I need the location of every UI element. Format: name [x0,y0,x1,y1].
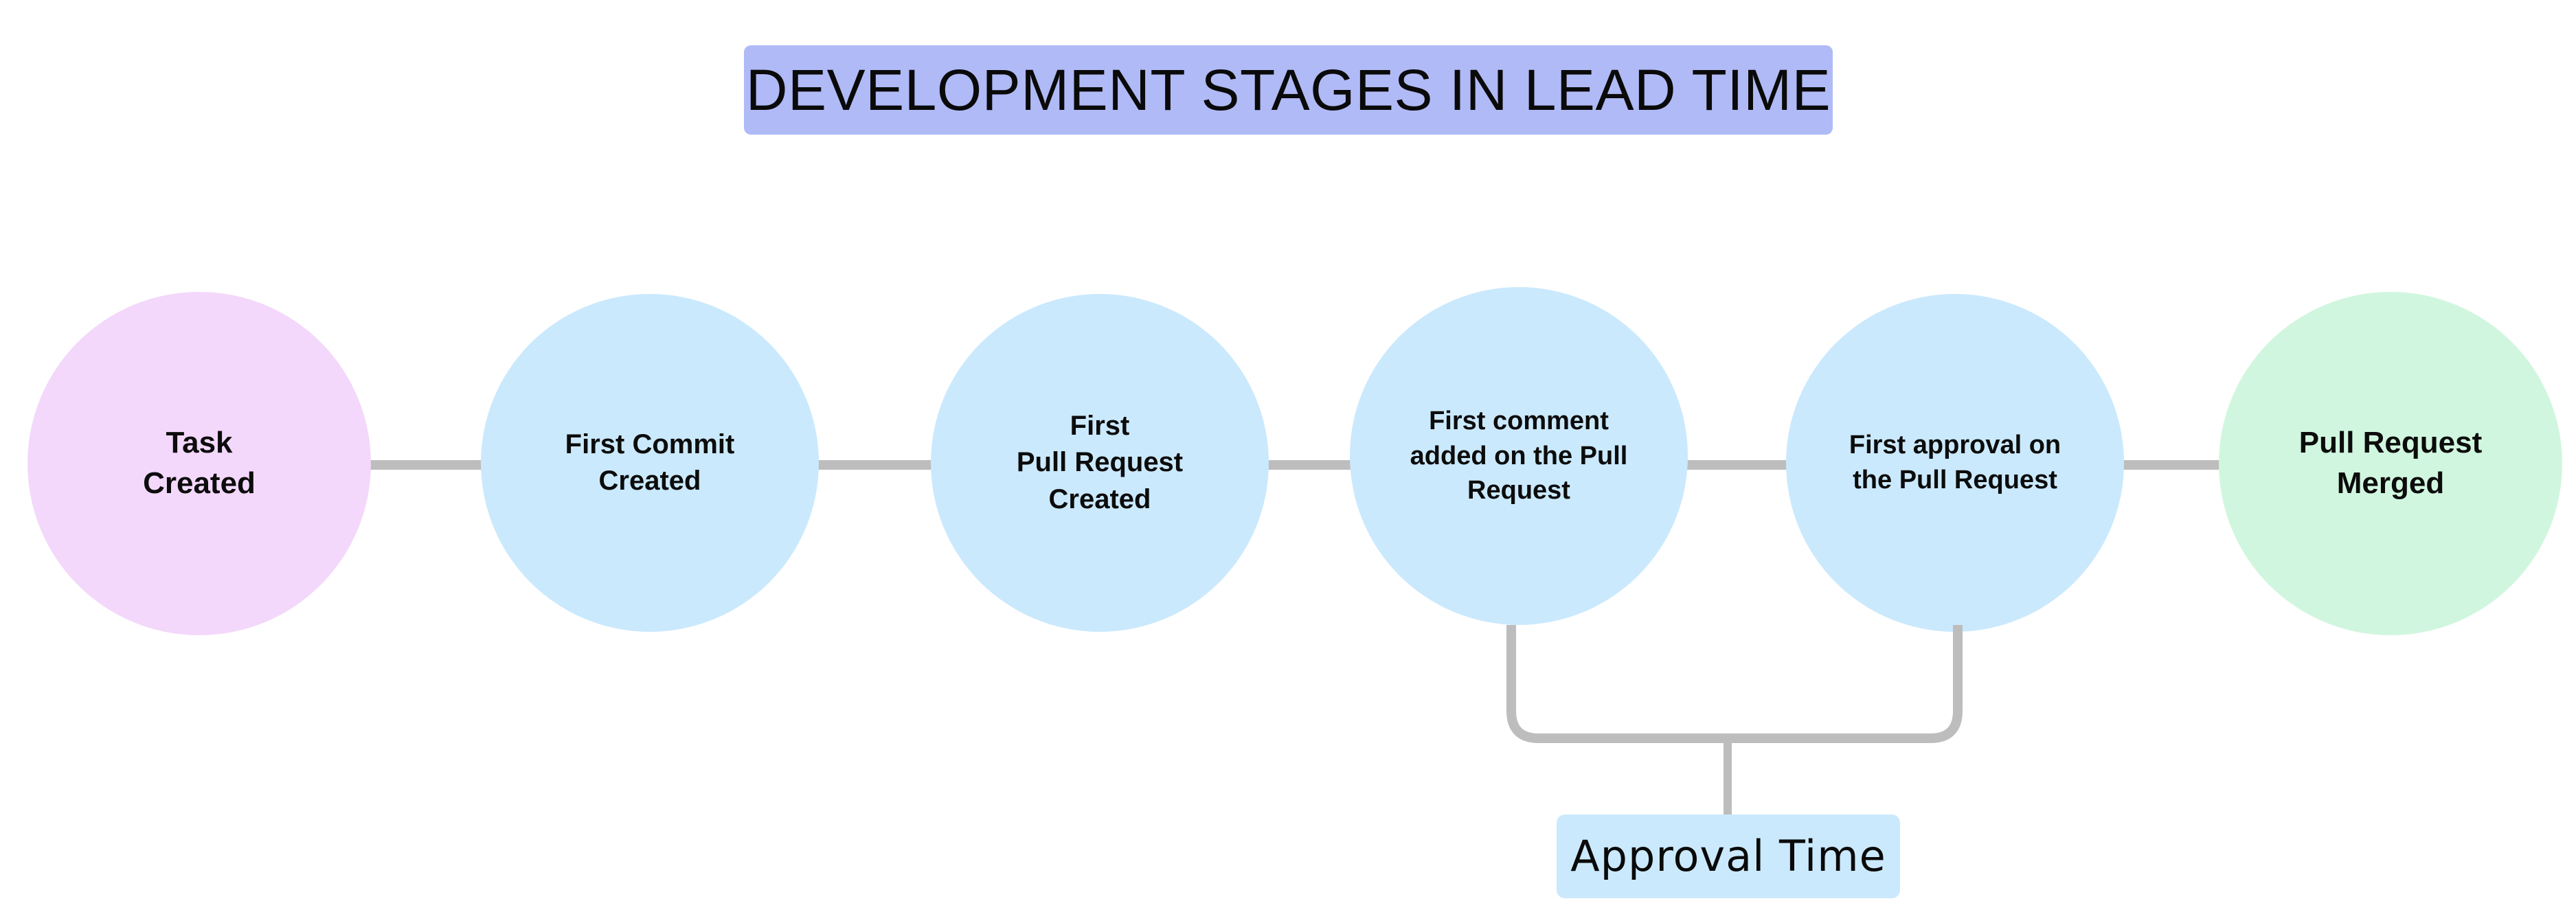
stage-node-label: Task Created [143,426,256,500]
page-title-banner: DEVELOPMENT STAGES IN LEAD TIME [744,45,1833,135]
approval-time-bracket [1506,625,1963,817]
stage-node-task-created[interactable]: Task Created [27,292,371,635]
stage-node-label: Pull Request Merged [2298,426,2483,500]
approval-time-label-text: Approval Time [1570,831,1886,881]
stage-node-label: First Pull Request Created [1016,411,1184,514]
stage-node-first-commit-created[interactable]: First Commit Created [481,294,819,632]
stage-node-first-pull-request-created[interactable]: First Pull Request Created [931,294,1269,632]
page-title: DEVELOPMENT STAGES IN LEAD TIME [745,58,1831,122]
stage-node-label: First comment added on the Pull Request [1410,407,1628,505]
stage-node-label: First approval on the Pull Request [1849,431,2061,494]
stage-node-first-comment-on-pull-request[interactable]: First comment added on the Pull Request [1350,287,1688,625]
connector-2-3 [800,460,958,470]
approval-time-label[interactable]: Approval Time [1557,814,1900,898]
stage-node-label: First Commit Created [565,429,735,496]
stage-node-first-approval-on-pull-request[interactable]: First approval on the Pull Request [1786,294,2124,632]
stage-node-pull-request-merged[interactable]: Pull Request Merged [2219,292,2562,635]
connector-1-2 [350,460,508,470]
